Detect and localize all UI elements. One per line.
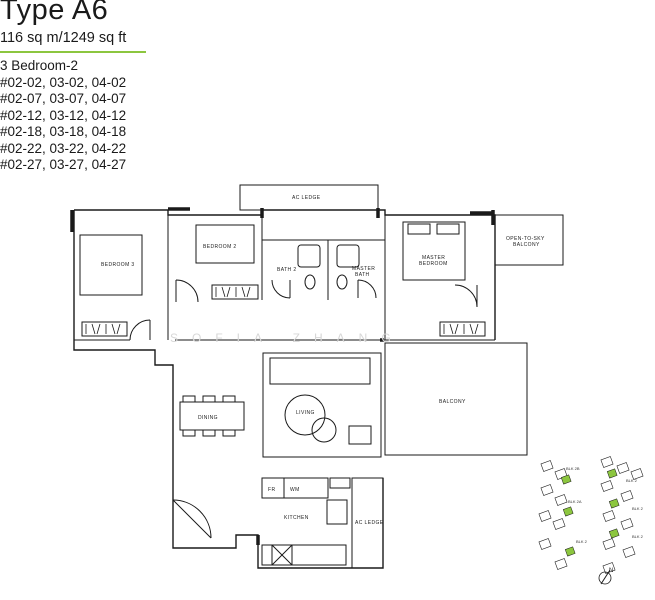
unit-numbers-row: #02-02, 03-02, 04-02 <box>0 74 127 90</box>
label-ac-ledge-kitchen: AC LEDGE <box>355 520 384 526</box>
label-living: LIVING <box>296 410 315 416</box>
label-washing-machine: WM <box>290 487 300 493</box>
unit-numbers-row: #02-07, 03-07, 04-07 <box>0 91 127 106</box>
label-open-to-sky-2: BALCONY <box>513 242 540 248</box>
bedroom-count: 3 Bedroom-2 <box>0 58 79 73</box>
label-bath-2: BATH 2 <box>277 267 297 273</box>
north-label: N <box>609 568 613 574</box>
label-ac-ledge-top: AC LEDGE <box>292 195 321 201</box>
watermark-text: SOFIA ZHANG <box>170 331 405 345</box>
label-open-to-sky-1: OPEN-TO-SKY <box>506 236 545 242</box>
label-master-bath-1: MASTER <box>352 266 375 272</box>
unit-numbers-row: #02-18, 03-18, 04-18 <box>0 124 127 139</box>
unit-numbers-row: #02-27, 03-27, 04-27 <box>0 157 127 172</box>
north-arrow-icon: N <box>598 568 613 585</box>
unit-numbers-row: #02-22, 03-22, 04-22 <box>0 140 127 156</box>
unit-type-title: Type A6 <box>0 0 109 26</box>
label-master-bath-2: BATH <box>355 272 370 278</box>
keyplan-block-label: BLK 2 <box>632 506 644 511</box>
label-bedroom-2: BEDROOM 2 <box>203 244 237 250</box>
label-fridge: FR <box>268 487 275 493</box>
keyplan-block-label: BLK 2 <box>626 478 638 483</box>
key-plan: BLK 2B BLK 2A BLK 2 BLK 2 BLK 2 BLK 2 N <box>538 456 644 585</box>
title-underline <box>0 51 146 53</box>
unit-area: 116 sq m/1249 sq ft <box>0 30 127 46</box>
label-balcony: BALCONY <box>439 399 466 405</box>
unit-numbers-row: #02-12, 03-12, 04-12 <box>0 107 127 123</box>
keyplan-block-label: BLK 2A <box>568 499 582 504</box>
keyplan-block-label: BLK 2B <box>566 466 580 471</box>
label-dining: DINING <box>198 415 218 421</box>
label-master-bedroom-1: MASTER <box>422 255 445 261</box>
label-bedroom-3: BEDROOM 3 <box>101 262 135 268</box>
label-kitchen: KITCHEN <box>284 515 309 521</box>
unit-list: 3 Bedroom-2 #02-02, 03-02, 04-02 #02-07,… <box>0 58 126 174</box>
keyplan-block-label: BLK 2 <box>632 534 644 539</box>
keyplan-block-label: BLK 2 <box>576 539 588 544</box>
label-master-bedroom-2: BEDROOM <box>419 261 448 267</box>
